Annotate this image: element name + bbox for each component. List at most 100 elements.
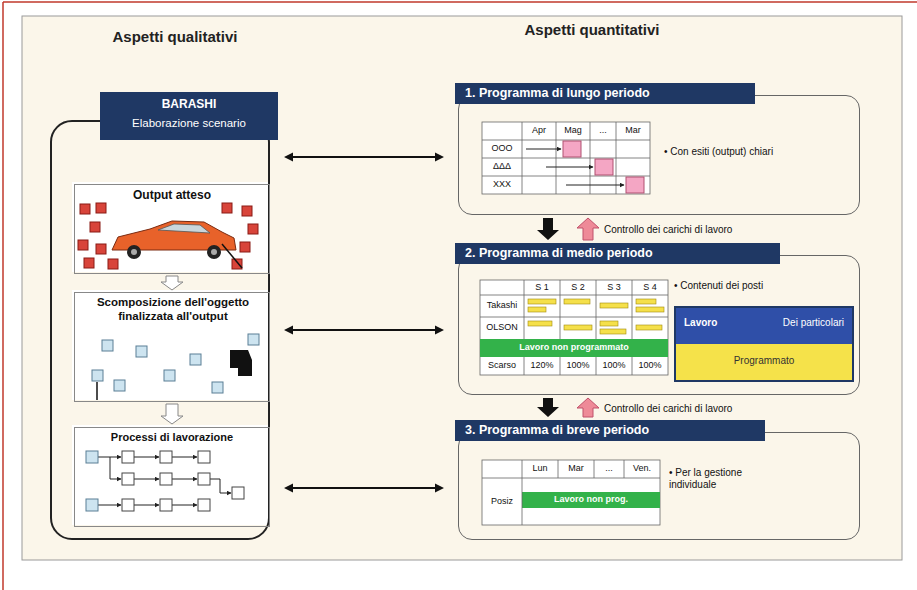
schedule-bars xyxy=(626,177,644,193)
schedule-bars xyxy=(566,185,624,186)
mid-term-table xyxy=(480,280,668,375)
table-cell: ... xyxy=(594,460,624,478)
parts-illustration xyxy=(102,340,113,351)
schedule-bars xyxy=(595,159,613,175)
parts-illustration xyxy=(190,354,201,365)
long-term-table xyxy=(482,176,650,177)
process-flow-illustration xyxy=(172,505,197,506)
long-term-panel: 1. Programma di lungo periodo• Con esiti… xyxy=(458,95,860,215)
table-cell: Lavoro non programmato xyxy=(480,339,668,357)
mid-term-table xyxy=(600,303,628,308)
process-flow-illustration xyxy=(134,457,159,458)
long-term-table xyxy=(482,122,650,194)
parts-illustration xyxy=(96,382,98,400)
mid-term-table xyxy=(596,357,597,375)
plan-arrow xyxy=(537,218,559,240)
mid-term-table xyxy=(480,295,668,296)
node-title: Processi di lavorazione xyxy=(75,431,269,444)
schedule-bars xyxy=(526,141,644,193)
car-illustration xyxy=(248,224,258,234)
process-flow-illustration xyxy=(172,457,197,458)
process-flow-illustration xyxy=(198,473,210,485)
car-illustration xyxy=(232,259,242,269)
process-flow-illustration xyxy=(122,451,244,511)
edge-label: Controllo dei carichi di lavoro xyxy=(604,402,732,413)
table-cell: Mar xyxy=(616,122,650,140)
table-cell: Ven. xyxy=(624,460,660,478)
page-frame xyxy=(22,16,902,560)
link-arrow xyxy=(284,484,444,493)
schedule-bars xyxy=(526,149,561,150)
mid-term-table xyxy=(600,321,618,326)
process-flow-illustration xyxy=(122,451,134,463)
edge-label: Controllo dei carichi di lavoro xyxy=(604,224,732,235)
table-cell: OOO xyxy=(482,140,522,158)
process-flow-illustration xyxy=(86,499,98,511)
short-term-table xyxy=(482,460,660,525)
control-arrow xyxy=(577,398,599,417)
node-text: • Contenuti dei posti xyxy=(674,280,854,292)
mid-term-table xyxy=(480,280,668,375)
table-cell: S 1 xyxy=(524,280,560,295)
car-illustration xyxy=(78,203,258,269)
column-heading: Aspetti qualitativi xyxy=(70,26,280,48)
table-cell: 100% xyxy=(560,357,596,375)
process-flow-illustration xyxy=(160,451,172,463)
process-flow-illustration xyxy=(198,451,210,463)
long-term-table xyxy=(482,140,650,141)
process-flow-illustration xyxy=(122,499,134,511)
car-illustration xyxy=(90,222,100,232)
car-illustration xyxy=(222,203,232,213)
schedule-bars xyxy=(563,141,644,193)
output-box: Output atteso xyxy=(74,184,270,274)
mid-term-table xyxy=(528,299,556,304)
car-illustration xyxy=(96,203,106,213)
mid-term-table xyxy=(632,357,633,375)
table-cell: S 3 xyxy=(596,280,632,295)
process-flow-illustration xyxy=(198,499,210,511)
mid-term-table xyxy=(528,307,546,312)
node-title: Scomposizione dell'oggetto finalizzata a… xyxy=(79,296,267,324)
table-cell: Mag xyxy=(556,122,590,140)
parts-illustration xyxy=(136,346,147,357)
car-illustration xyxy=(158,224,210,233)
parts-illustration xyxy=(164,370,175,381)
process-flow-illustration xyxy=(86,451,244,511)
node-text: Dei particolari xyxy=(783,317,844,329)
scenario-panel: BARASHIElaborazione scenarioOutput attes… xyxy=(50,120,270,540)
node-title: Output atteso xyxy=(75,188,269,202)
column-heading: Aspetti quantitativi xyxy=(462,19,722,41)
car-illustration xyxy=(242,206,252,216)
parts-illustration xyxy=(92,334,259,393)
parts-illustration xyxy=(114,380,125,391)
process-flow-illustration xyxy=(232,487,244,499)
mid-term-table xyxy=(596,280,597,339)
decomposition-box: Scomposizione dell'oggetto finalizzata a… xyxy=(74,292,270,402)
process-flow-illustration xyxy=(86,451,98,463)
parts-illustration xyxy=(212,382,223,393)
process-flow-illustration xyxy=(134,505,159,506)
flow-arrow xyxy=(161,276,183,290)
flow-arrow xyxy=(161,404,183,424)
node-text: • Per la gestione individuale xyxy=(669,467,781,491)
process-flow-illustration xyxy=(110,457,121,479)
table-cell: Takashi xyxy=(480,295,524,317)
short-term-table xyxy=(522,492,660,508)
table-cell: S 2 xyxy=(560,280,596,295)
long-term-table xyxy=(482,158,650,159)
link-arrow xyxy=(284,153,444,162)
table-cell: S 4 xyxy=(632,280,668,295)
parts-illustration xyxy=(92,370,103,381)
car-illustration xyxy=(211,249,217,255)
process-box: Processi di lavorazione xyxy=(74,427,270,527)
schedule-bars xyxy=(546,167,593,168)
box-ground xyxy=(72,182,268,525)
mid-term-table xyxy=(600,329,626,334)
mid-term-table xyxy=(480,280,668,375)
process-flow-illustration xyxy=(122,473,134,485)
short-term-table xyxy=(522,460,523,525)
short-term-table xyxy=(482,478,660,479)
page-frame xyxy=(3,1,917,3)
table-cell: Apr xyxy=(522,122,556,140)
car-illustration xyxy=(84,258,94,268)
